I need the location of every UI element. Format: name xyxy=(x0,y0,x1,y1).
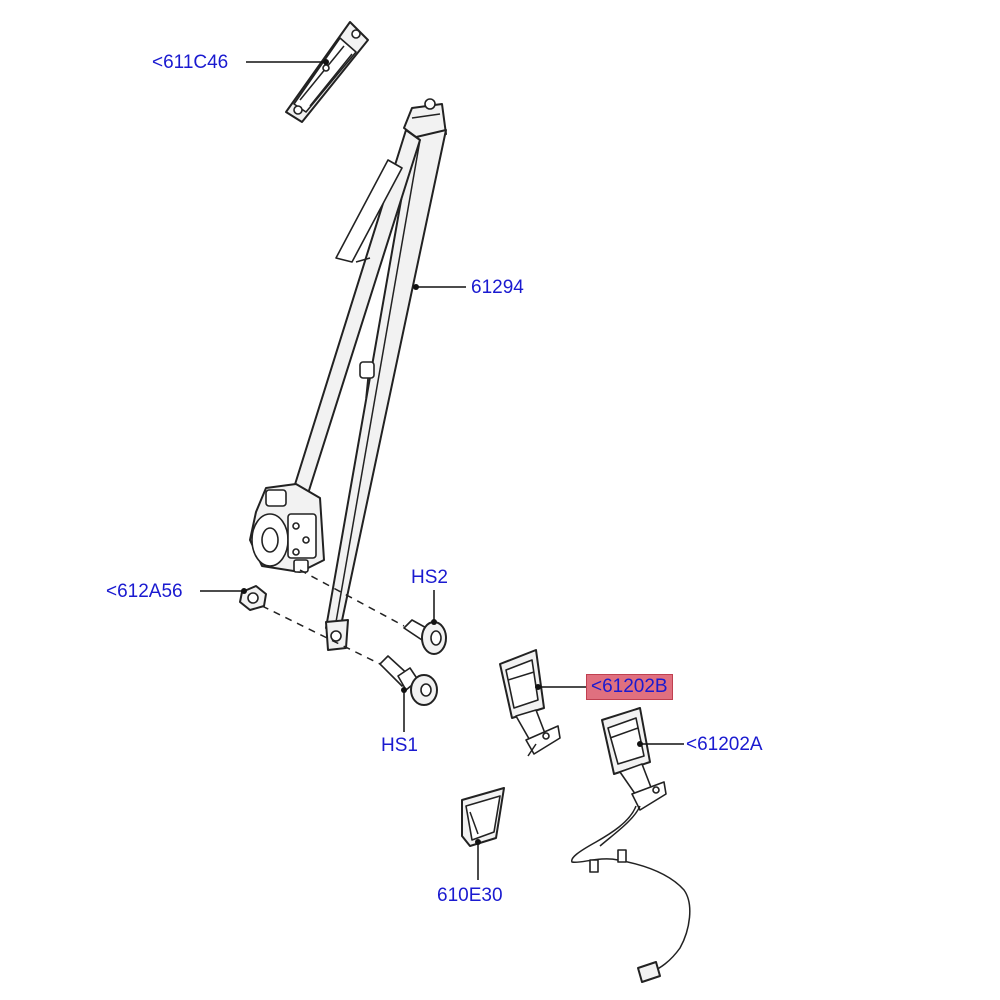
callout-61202a: <61202A xyxy=(686,734,763,755)
callout-hs2: HS2 xyxy=(411,567,448,588)
callout-61294: 61294 xyxy=(471,277,524,298)
bolt-hs1 xyxy=(379,655,438,706)
height-adjuster-rail xyxy=(285,21,369,123)
bolt-hs2 xyxy=(403,619,447,655)
callout-610e30: 610E30 xyxy=(437,885,503,906)
callout-61202b-highlighted: <61202B xyxy=(586,674,673,700)
buckle-61202a xyxy=(570,707,691,983)
seat-belt-retractor-assembly xyxy=(249,98,447,651)
cover-610e30 xyxy=(461,787,505,847)
callout-hs1: HS1 xyxy=(381,735,418,756)
callout-611c46: <611C46 xyxy=(152,52,229,73)
retractor-housing xyxy=(249,483,325,573)
callout-612a56: <612A56 xyxy=(106,581,183,602)
buckle-61202b xyxy=(499,649,561,757)
